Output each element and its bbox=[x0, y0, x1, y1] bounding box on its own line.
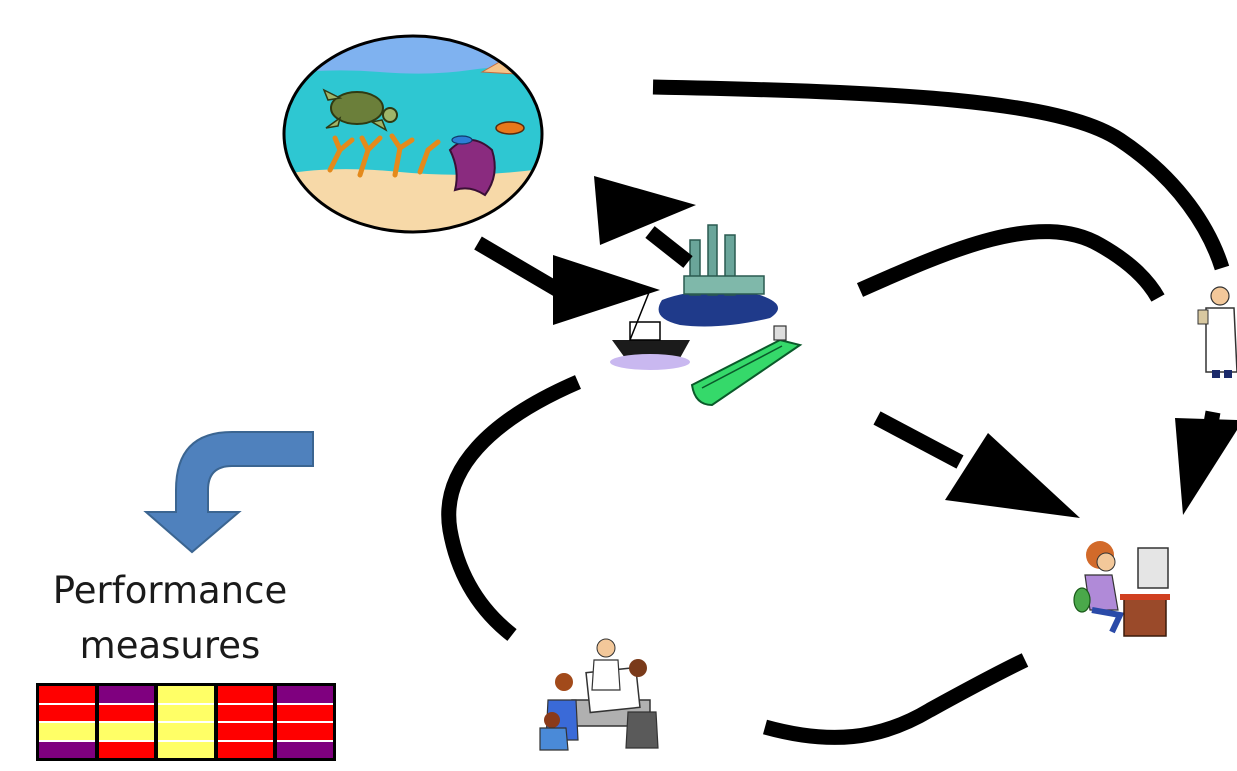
arrow-heads bbox=[553, 176, 1237, 518]
meeting-group-icon bbox=[539, 638, 659, 751]
performance-cell bbox=[39, 723, 95, 740]
scientist-icon bbox=[1197, 286, 1237, 378]
ocean-ecosystem-icon bbox=[282, 34, 544, 234]
performance-column bbox=[277, 686, 333, 758]
performance-cell bbox=[39, 741, 95, 758]
performance-cell bbox=[39, 704, 95, 721]
arrow-rig-to-ocean-shaft bbox=[645, 226, 693, 268]
performance-cell bbox=[217, 686, 274, 703]
performance-cell bbox=[158, 704, 214, 721]
performance-cell bbox=[158, 741, 214, 758]
performance-cell bbox=[277, 723, 333, 740]
performance-cell bbox=[98, 723, 155, 740]
performance-column bbox=[217, 686, 274, 758]
performance-measures-table bbox=[36, 683, 336, 761]
performance-cell bbox=[98, 741, 155, 758]
performance-cell bbox=[98, 704, 155, 721]
curve-ocean-to-scientist bbox=[652, 79, 1230, 271]
performance-cell bbox=[277, 741, 333, 758]
performance-cell bbox=[158, 686, 214, 703]
performance-label-line2: measures bbox=[79, 624, 261, 667]
performance-label-line1: Performance bbox=[52, 569, 288, 612]
performance-cell bbox=[277, 686, 333, 703]
arrow-rig-to-worker-shaft bbox=[873, 411, 964, 469]
arrowhead-rig-to-ocean bbox=[594, 176, 696, 245]
performance-cell bbox=[217, 723, 274, 740]
arrowhead-ocean-to-rig bbox=[553, 255, 660, 325]
curve-rig-to-meeting bbox=[441, 375, 581, 641]
bent-down-arrow-icon bbox=[143, 431, 314, 554]
connector-arrows bbox=[441, 79, 1230, 745]
oil-rig-ship-icon bbox=[610, 224, 803, 407]
arrowhead-scientist-to-worker bbox=[1175, 418, 1237, 515]
curve-rig-to-scientist bbox=[856, 224, 1165, 302]
arrowhead-rig-to-worker bbox=[945, 433, 1080, 518]
performance-cell bbox=[98, 686, 155, 703]
performance-cell bbox=[217, 741, 274, 758]
performance-column bbox=[158, 686, 214, 758]
performance-column bbox=[39, 686, 95, 758]
performance-cell bbox=[217, 704, 274, 721]
computer-worker-icon bbox=[1073, 541, 1170, 637]
performance-cell bbox=[39, 686, 95, 703]
performance-cell bbox=[158, 723, 214, 740]
performance-column bbox=[98, 686, 155, 758]
curve-meeting-to-worker bbox=[763, 653, 1029, 745]
performance-cell bbox=[277, 704, 333, 721]
